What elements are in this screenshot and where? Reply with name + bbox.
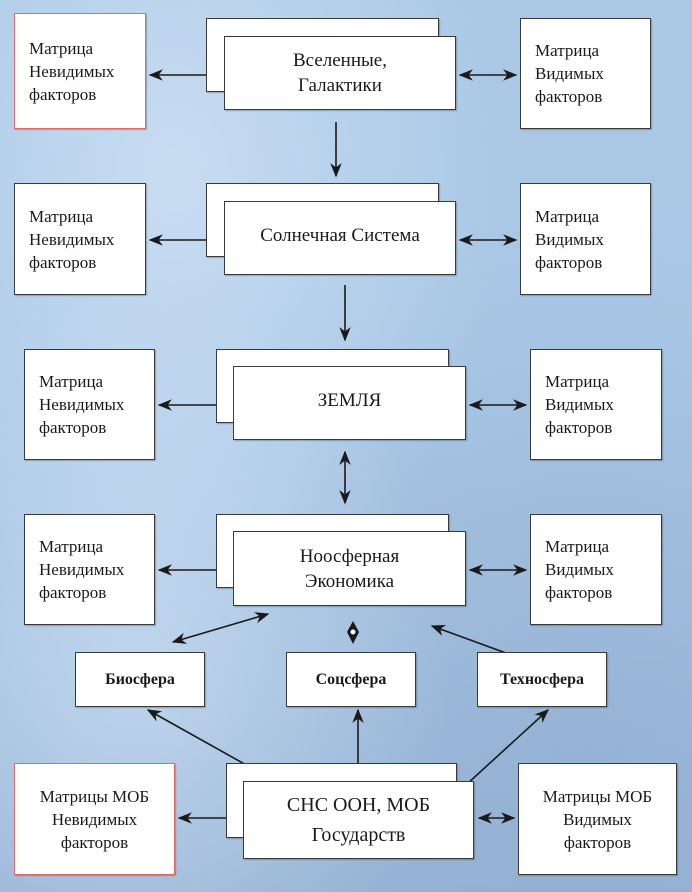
label-line: факторов [29,252,97,272]
label-line: Невидимых [29,61,115,81]
label-line: факторов [60,832,129,852]
visible-factors-matrix-solar: Матрица Видимых факторов [520,183,651,295]
label-line: Невидимых [39,560,125,579]
noosphere-economy-box: Ноосферная Экономика [233,531,466,606]
visible-factors-matrix-earth: Матрица Видимых факторов [530,349,662,460]
label: Биосфера [105,670,175,688]
label-line: факторов [29,84,97,104]
label-line: Матрица [39,537,104,556]
invisible-factors-matrix-solar: Матрица Невидимых факторов [14,183,146,295]
invisible-factors-matrix-universe: Матрица Невидимых факторов [14,13,146,129]
label-line: Невидимых [29,229,115,249]
solar-system-box: Солнечная Система [224,201,456,275]
label-line: Видимых [545,395,614,414]
label-line: Матрица [545,537,610,556]
invisible-factors-matrix-earth: Матрица Невидимых факторов [24,349,155,460]
arrow-noosphere-sociosphere-dot [350,629,356,635]
visible-factors-matrix-universe: Матрица Видимых факторов [520,18,651,129]
visible-factors-iob-matrices: Матрицы МОБ Видимых факторов [518,763,677,875]
label-line: Невидимых [51,809,138,829]
label-line: факторов [545,418,613,437]
label-line: Матрица [29,38,94,58]
label-line: Невидимых [39,395,125,414]
label-line: Видимых [545,560,614,579]
label-line: Экономика [304,570,395,592]
label-line: Государств [311,824,406,846]
label-line: Галактики [298,75,382,96]
label: Техносфера [499,670,585,688]
sna-un-iob-states-box: СНС ООН, МОБ Государств [243,781,474,859]
label-line: Вселенные, [293,50,387,71]
biosphere-box: Биосфера [75,652,205,707]
label-line: Матрица [545,372,610,391]
label-line: факторов [39,583,107,602]
label-line: факторов [545,583,613,602]
label: Соцсфера [315,670,387,688]
universes-galaxies-box: Вселенные, Галактики [224,36,456,110]
label-line: факторов [535,252,603,272]
label-line: Видимых [535,64,604,83]
visible-factors-matrix-noosphere: Матрица Видимых факторов [530,514,662,625]
invisible-factors-iob-matrices: Матрицы МОБ Невидимых факторов [14,763,175,875]
sociosphere-box: Соцсфера [286,652,416,707]
label-line: Солнечная Система [260,225,420,246]
label-line: СНС ООН, МОБ [286,794,431,816]
label-line: Матрица [39,372,104,391]
arrow-noosphere-biosphere [171,612,270,644]
label-line: факторов [563,832,632,852]
label-line: Ноосферная [299,545,400,567]
invisible-factors-matrix-noosphere: Матрица Невидимых факторов [24,514,155,625]
label-line: факторов [39,418,107,437]
label-line: факторов [535,87,603,106]
label-line: Матрица [535,206,600,226]
label-line: Матрица [535,41,600,60]
technosphere-box: Техносфера [477,652,607,707]
label-line: ЗЕМЛЯ [317,390,382,411]
arrow-noosphere-sociosphere [347,621,359,644]
label-line: Матрица [29,206,94,226]
label-line: Видимых [563,809,632,829]
earth-box: ЗЕМЛЯ [233,366,466,440]
label-line: Матрицы МОБ [542,786,653,806]
label-line: Видимых [535,229,604,249]
label-line: Матрицы МОБ [39,786,150,806]
